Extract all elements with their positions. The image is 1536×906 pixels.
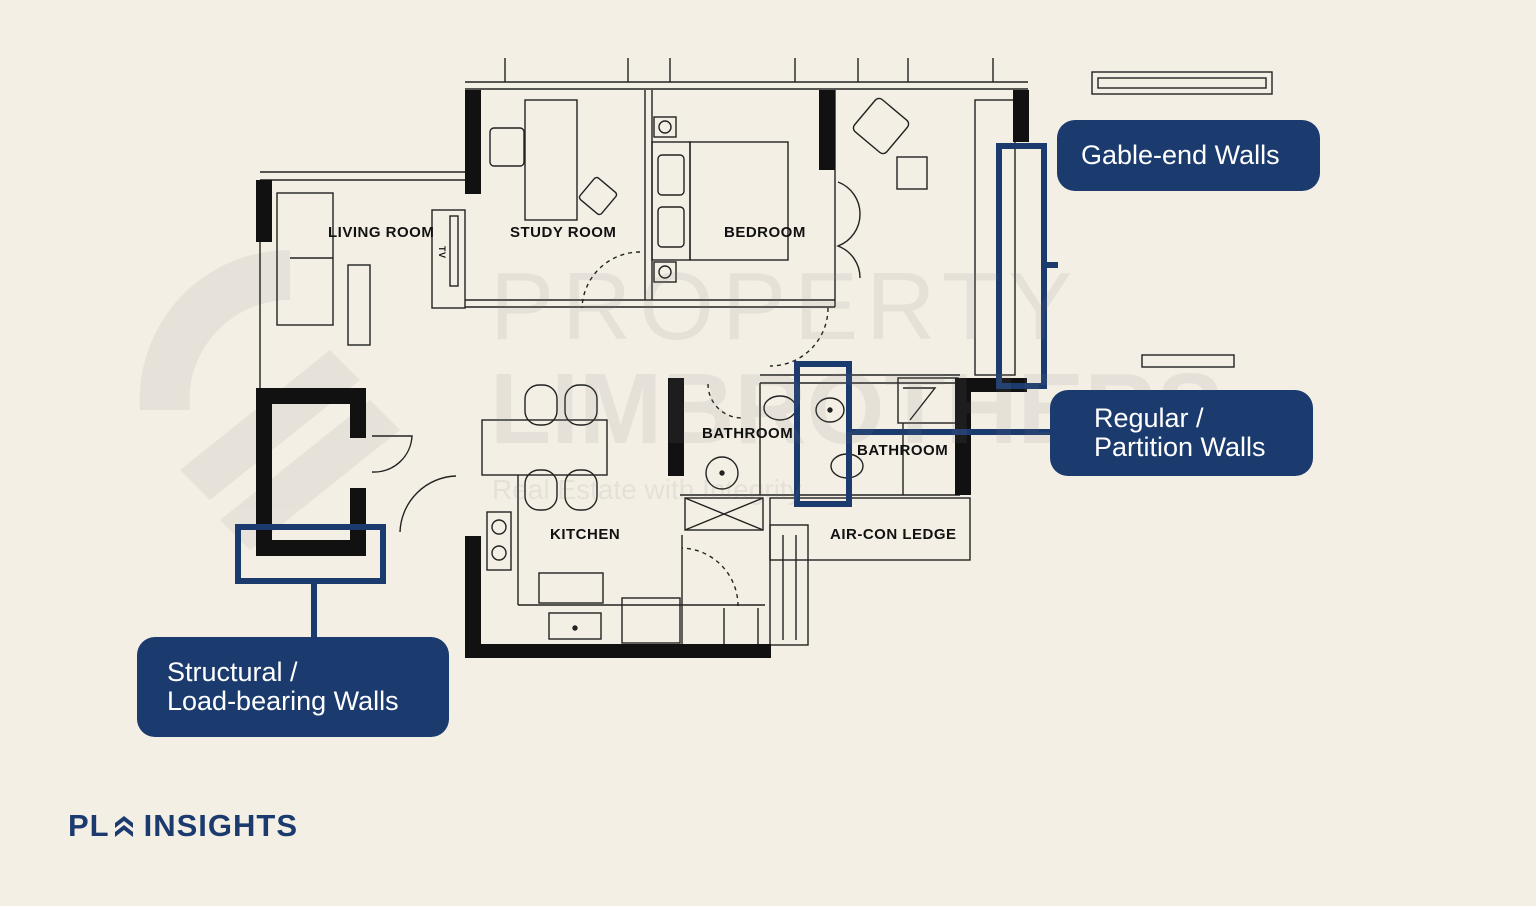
callout-gable-end-walls: Gable-end Walls	[1057, 120, 1320, 191]
room-label-living: LIVING ROOM	[328, 224, 435, 241]
room-label-bedroom: BEDROOM	[724, 224, 806, 241]
callout-connectors	[311, 262, 1058, 638]
room-label-kitchen: KITCHEN	[550, 526, 621, 543]
tv-label: TV	[437, 246, 447, 259]
room-label-bathroom-2: BATHROOM	[857, 442, 949, 459]
room-label-aircon-ledge: AIR-CON LEDGE	[830, 526, 957, 543]
thick-walls	[256, 90, 1029, 658]
room-label-study: STUDY ROOM	[510, 224, 617, 241]
callout-structural-line2: Load-bearing Walls	[167, 686, 399, 716]
brand-right-text: INSIGHTS	[143, 808, 299, 843]
callout-structural-walls: Structural / Load-bearing Walls	[137, 637, 449, 737]
brand-left-text: PL	[68, 808, 110, 843]
callout-partition-line2: Partition Walls	[1094, 432, 1266, 462]
structural-wall-highlight	[235, 524, 386, 584]
thin-outlines	[259, 58, 1273, 646]
callout-gable-end-line1: Gable-end Walls	[1081, 140, 1280, 170]
callout-structural-line1: Structural /	[167, 657, 298, 687]
callout-partition-line1: Regular /	[1094, 403, 1204, 433]
callout-partition-walls: Regular / Partition Walls	[1050, 390, 1313, 476]
watermark-line1: PROPERTY	[490, 253, 1081, 360]
brand-logo: PL INSIGHTS	[68, 808, 298, 844]
watermark-tagline: Real Estate with Integrity	[492, 474, 802, 505]
brand-mark: PL	[68, 808, 136, 844]
room-label-bathroom-1: BATHROOM	[702, 425, 794, 442]
brand-chevron-icon	[114, 816, 133, 837]
